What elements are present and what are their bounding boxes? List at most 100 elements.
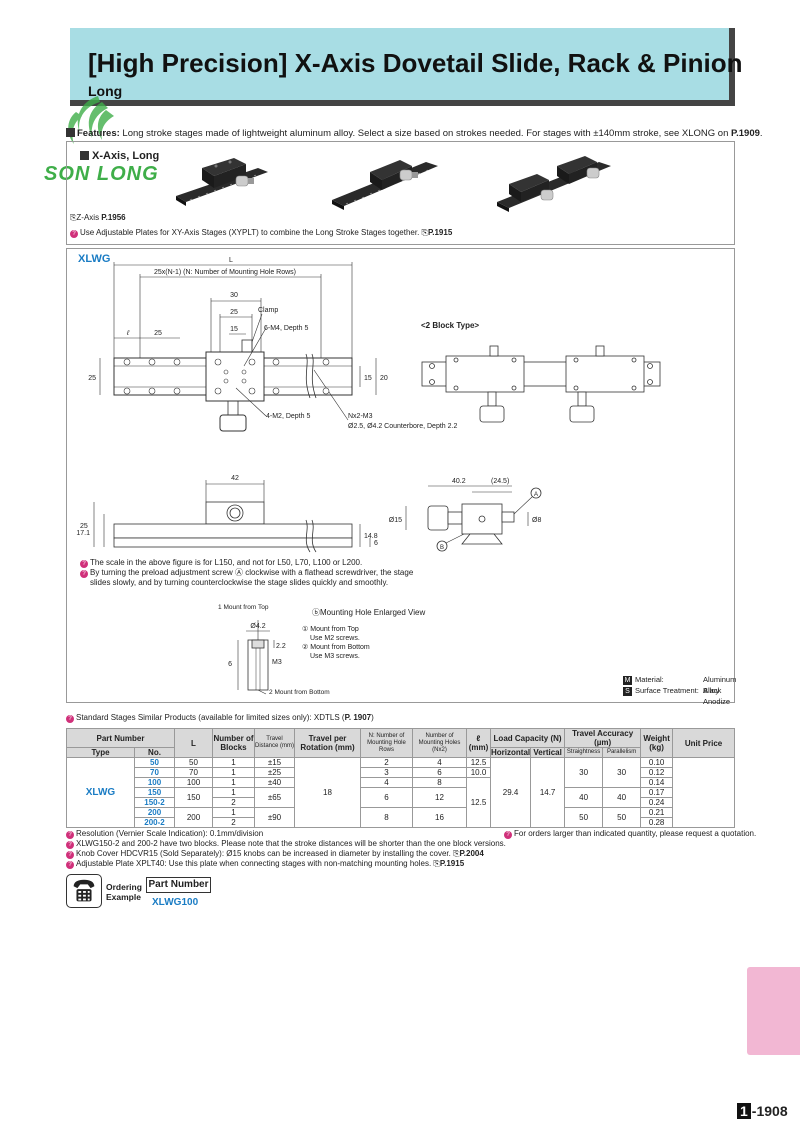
th-ell: ℓ (mm) xyxy=(466,728,491,758)
cell-L: 150 xyxy=(174,787,213,808)
cell-no[interactable]: 100 xyxy=(134,777,175,788)
dim-h25: 25 xyxy=(88,375,96,382)
th-parallelism: Parallelism xyxy=(602,747,642,758)
mounting-hole-drawing xyxy=(237,620,275,695)
tip-icon: ? xyxy=(80,570,88,578)
cell-blocks: 1 xyxy=(212,777,255,788)
cell-type: XLWG xyxy=(66,757,135,828)
two-block-label: <2 Block Type> xyxy=(421,321,479,330)
z-axis-ref: ⎘Z-Axis P.1956 xyxy=(70,213,126,223)
tip-icon: ? xyxy=(66,841,74,849)
note-adjustable-plate: ?Adjustable Plate XPLT40: Use this plate… xyxy=(66,859,506,869)
dim-14-8: 14.8 xyxy=(364,533,378,540)
cell-no[interactable]: 200-2 xyxy=(134,817,175,828)
tip-icon: ? xyxy=(70,230,78,238)
cell-L: 50 xyxy=(174,757,213,768)
marker-A: A xyxy=(534,492,538,498)
book-icon: ⎘ xyxy=(421,228,428,237)
cell-n: 8 xyxy=(360,807,413,828)
m2-label: 4-M2, Depth 5 xyxy=(266,413,310,420)
dim-6: 6 xyxy=(374,540,378,547)
th-vertical: Vertical xyxy=(530,747,566,758)
dim-ell: ℓ xyxy=(126,330,130,337)
product-photo-long xyxy=(332,160,438,210)
phone-icon xyxy=(66,874,102,908)
quote-note: ?For orders larger than indicated quanti… xyxy=(504,829,756,839)
th-L: L xyxy=(174,728,213,758)
mount-line1: ① Mount from Top xyxy=(302,625,359,633)
std-page-link[interactable]: P. 1907 xyxy=(344,713,372,722)
side-view-labels: 42 25 17.1 14.8 6 xyxy=(76,475,378,547)
dim-m3: M3 xyxy=(272,659,282,666)
cell-travel: ±65 xyxy=(254,787,295,808)
drawing-box xyxy=(66,248,735,703)
tip-icon: ? xyxy=(80,560,88,568)
features-line: Features: Long stroke stages made of lig… xyxy=(66,128,763,139)
two-block-drawing xyxy=(421,345,661,423)
cell-parallelism: 40 xyxy=(602,787,642,808)
tip-icon: ? xyxy=(504,831,512,839)
adj-note-text: Use Adjustable Plates for XY-Axis Stages… xyxy=(80,228,422,237)
cell-weight: 0.28 xyxy=(640,817,674,828)
top-view-drawing xyxy=(99,262,377,432)
adjustable-plate-note: ?Use Adjustable Plates for XY-Axis Stage… xyxy=(70,228,452,238)
m4-label: 6-M4, Depth 5 xyxy=(264,325,308,332)
z-axis-page-link[interactable]: P.1956 xyxy=(101,213,126,222)
cell-ell: 10.0 xyxy=(466,767,491,778)
knob-page-link[interactable]: P.2004 xyxy=(459,849,484,858)
cell-holes: 4 xyxy=(412,757,467,768)
th-blocks: Number of Blocks xyxy=(212,728,255,758)
cell-horizontal: 29.4 xyxy=(489,757,532,828)
cell-weight: 0.14 xyxy=(640,777,674,788)
product-photo-box xyxy=(66,141,735,245)
cell-holes: 6 xyxy=(412,767,467,778)
technical-drawing: L 25x(N-1) (N: Number of Mounting Hole R… xyxy=(76,257,661,696)
th-straightness: Straightness xyxy=(564,747,604,758)
ordering-part-number-value[interactable]: XLWG100 xyxy=(152,897,199,908)
cell-weight: 0.24 xyxy=(640,797,674,808)
end-view-labels: 40.2 (24.5) Ø15 Ø8 A B xyxy=(389,478,542,551)
cell-no[interactable]: 200 xyxy=(134,807,175,818)
bottom-notes: ?Resolution (Vernier Scale Indication): … xyxy=(66,829,506,869)
th-no: No. xyxy=(134,747,175,758)
section-tab[interactable] xyxy=(747,967,800,1055)
features-ref[interactable]: P.1909 xyxy=(731,128,760,139)
cell-L: 70 xyxy=(174,767,213,778)
th-n-rows: N: Number of Mounting Hole Rows xyxy=(360,728,413,758)
dim-15: 15 xyxy=(230,326,238,333)
cell-holes: 8 xyxy=(412,777,467,788)
th-n-holes: Number of Mounting Holes (Nx2) xyxy=(412,728,467,758)
scale-note-2: ?By turning the preload adjustment screw… xyxy=(80,568,420,578)
cell-no[interactable]: 50 xyxy=(134,757,175,768)
dim-40-2: 40.2 xyxy=(452,478,466,485)
table-row: XLWG 50 50 1 ±15 18 2 4 12.5 29.4 14.7 3… xyxy=(66,757,735,828)
th-unit-price: Unit Price xyxy=(672,728,735,758)
features-text: Long stroke stages made of lightweight a… xyxy=(119,128,732,139)
book-icon: ⎘ xyxy=(453,849,460,858)
standard-stages-note: ?Standard Stages Similar Products (avail… xyxy=(66,713,374,723)
cell-travel: ±40 xyxy=(254,777,295,788)
mount-top-label: 1 Mount from Top xyxy=(218,604,269,611)
cell-parallelism: 50 xyxy=(602,807,642,828)
header-band xyxy=(70,28,735,106)
table-row: 200-2 2 0.28 xyxy=(67,817,735,828)
scale-note-3: slides slowly, and by turning counterclo… xyxy=(90,578,389,587)
plate-page-link[interactable]: P.1915 xyxy=(439,859,465,868)
features-label: Features: xyxy=(77,128,120,139)
cell-no[interactable]: 70 xyxy=(134,767,175,778)
mounting-hole-labels: 1 Mount from Top 2 Mount from Bottom Ø4.… xyxy=(218,604,425,696)
cell-parallelism: 30 xyxy=(602,757,642,788)
dim-d8: Ø8 xyxy=(532,517,541,524)
z-axis-text: Z-Axis xyxy=(76,213,102,222)
cell-no[interactable]: 150 xyxy=(134,787,175,798)
nx2-label: Nx2-M3 xyxy=(348,413,373,420)
cell-no[interactable]: 150-2 xyxy=(134,797,175,808)
son-long-watermark: SON LONG xyxy=(44,163,159,185)
adj-page-link[interactable]: P.1915 xyxy=(427,228,453,237)
dim-24-5: (24.5) xyxy=(491,478,509,485)
page-number: 1-1908 xyxy=(737,1103,788,1119)
section-title: X-Axis, Long xyxy=(80,150,159,162)
